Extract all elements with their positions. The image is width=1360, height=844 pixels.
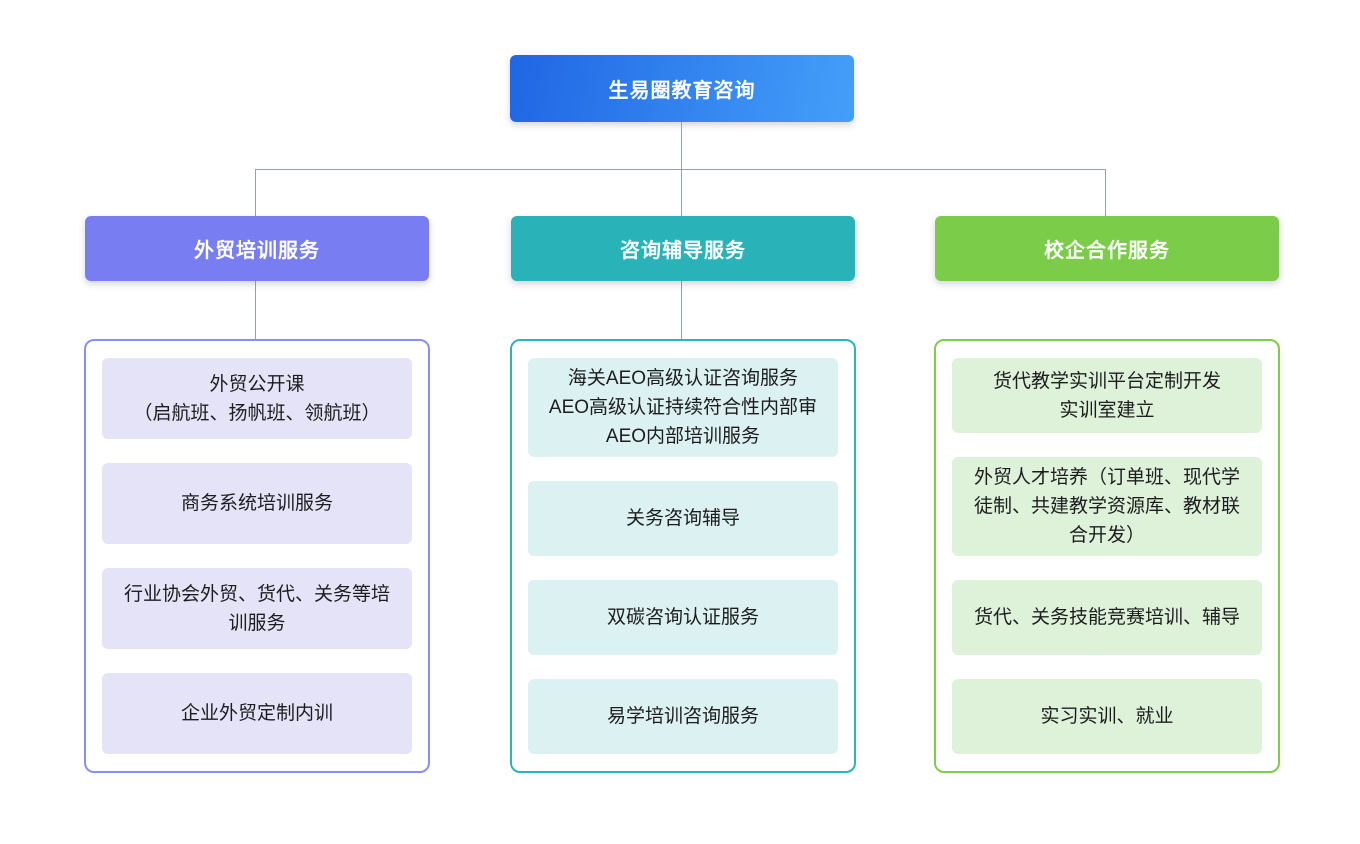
branch-container-school-enterprise: 货代教学实训平台定制开发 实训室建立 外贸人才培养（订单班、现代学 徒制、共建教… bbox=[934, 339, 1280, 773]
org-item: 商务系统培训服务 bbox=[102, 463, 412, 544]
connector-branch-3-drop bbox=[1105, 169, 1106, 216]
org-item: 外贸人才培养（订单班、现代学 徒制、共建教学资源库、教材联 合开发） bbox=[952, 457, 1262, 556]
branch-header-school-enterprise: 校企合作服务 bbox=[935, 216, 1279, 281]
branch-container-consulting: 海关AEO高级认证咨询服务 AEO高级认证持续符合性内部审 AEO内部培训服务 … bbox=[510, 339, 856, 773]
branch-container-trade-training: 外贸公开课 （启航班、扬帆班、领航班） 商务系统培训服务 行业协会外贸、货代、关… bbox=[84, 339, 430, 773]
connector-branch-2-drop bbox=[681, 169, 682, 216]
org-item: 实习实训、就业 bbox=[952, 679, 1262, 754]
connector-root-stem bbox=[681, 122, 682, 169]
org-item: 行业协会外贸、货代、关务等培 训服务 bbox=[102, 568, 412, 649]
org-item: 关务咨询辅导 bbox=[528, 481, 838, 556]
connector-branch-1-drop bbox=[255, 169, 256, 216]
org-item: 货代教学实训平台定制开发 实训室建立 bbox=[952, 358, 1262, 433]
branch-header-trade-training: 外贸培训服务 bbox=[85, 216, 429, 281]
org-item: 货代、关务技能竞赛培训、辅导 bbox=[952, 580, 1262, 655]
org-item: 海关AEO高级认证咨询服务 AEO高级认证持续符合性内部审 AEO内部培训服务 bbox=[528, 358, 838, 457]
org-item: 双碳咨询认证服务 bbox=[528, 580, 838, 655]
connector-branch-2-to-container bbox=[681, 281, 682, 339]
root-node: 生易圈教育咨询 bbox=[510, 55, 854, 122]
org-item: 易学培训咨询服务 bbox=[528, 679, 838, 754]
connector-branch-1-to-container bbox=[255, 281, 256, 339]
org-item: 企业外贸定制内训 bbox=[102, 673, 412, 754]
org-item: 外贸公开课 （启航班、扬帆班、领航班） bbox=[102, 358, 412, 439]
branch-header-consulting: 咨询辅导服务 bbox=[511, 216, 855, 281]
